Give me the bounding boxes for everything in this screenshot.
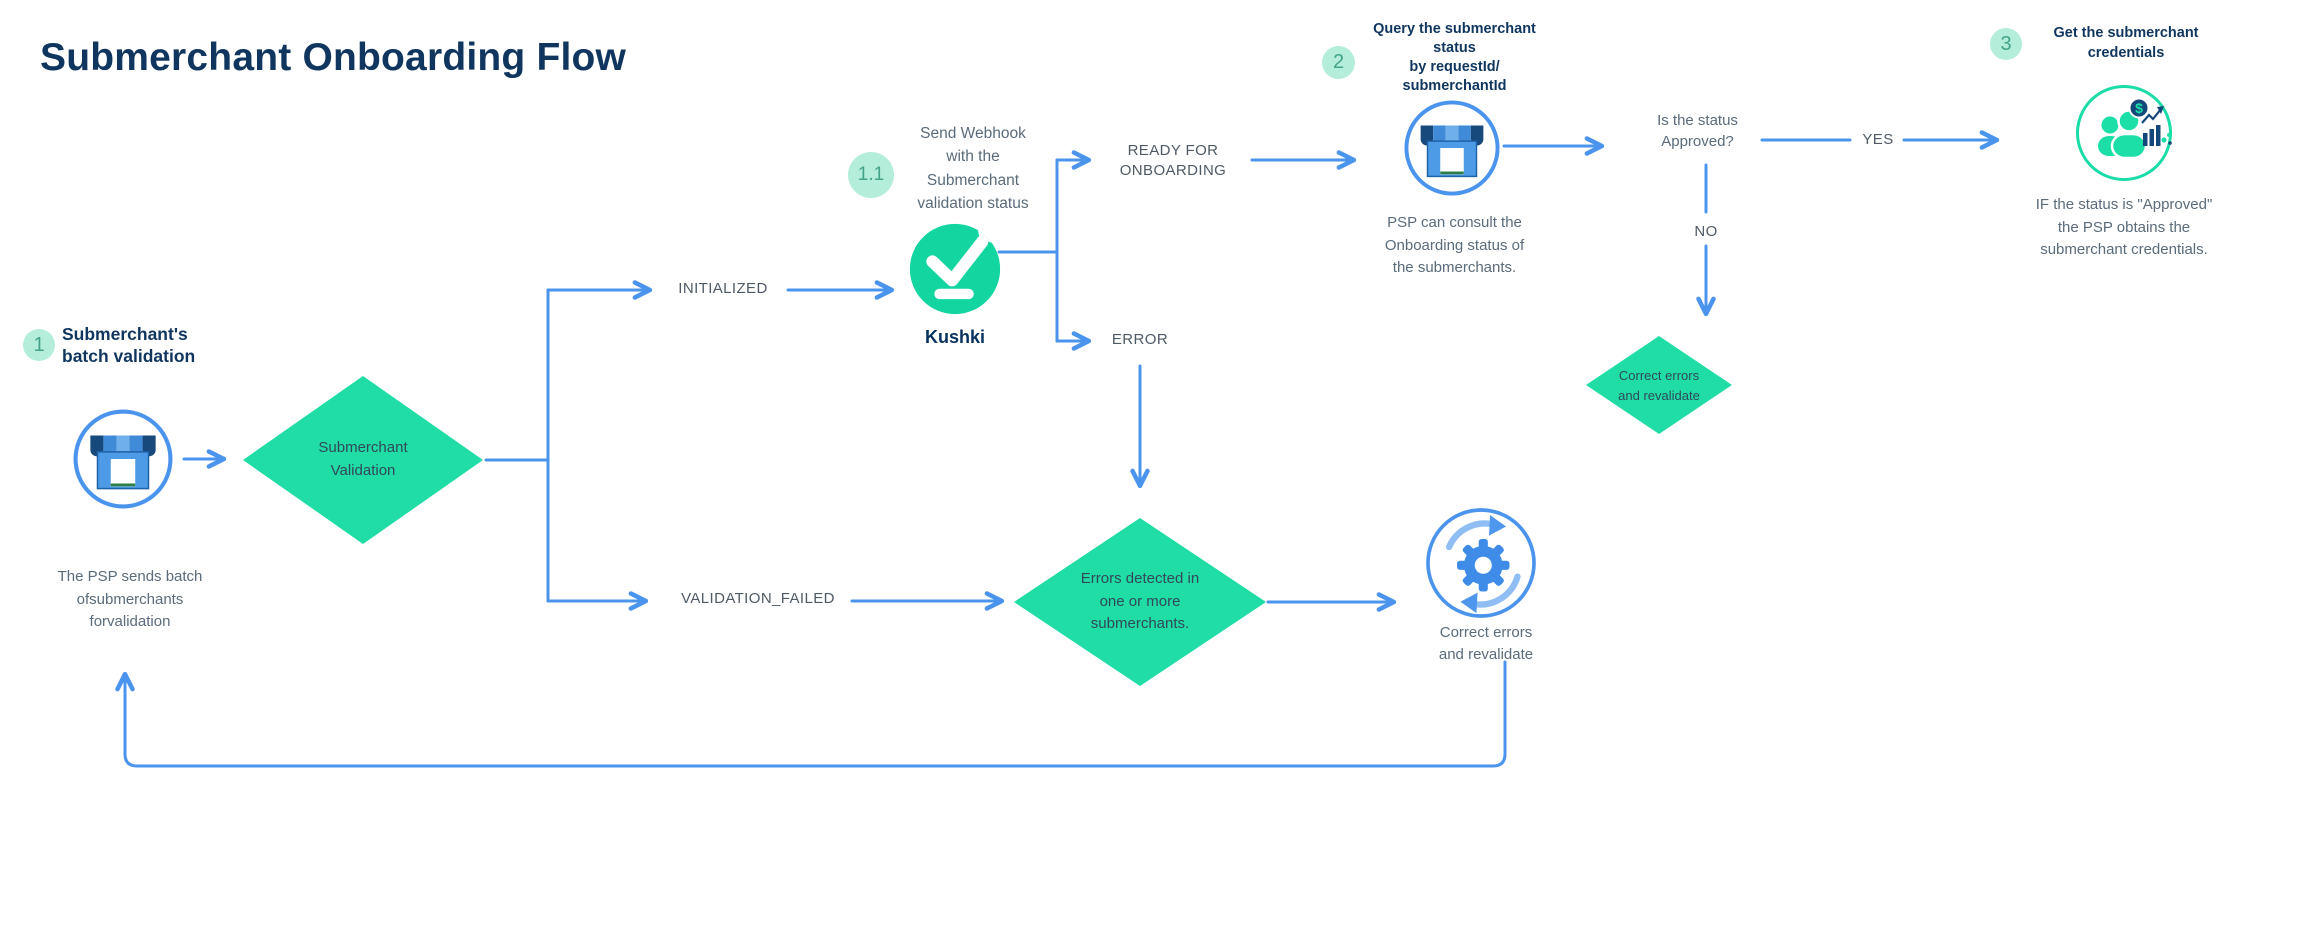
decision-question: Is the status Approved? <box>1657 112 1738 150</box>
diamond-errors-detected <box>1014 518 1266 686</box>
storefront-icon <box>72 408 174 510</box>
step1-badge: 1 <box>23 329 55 361</box>
step2-heading: Query the submerchant status by requestI… <box>1373 21 1536 94</box>
step3-heading: Get the submerchant credentials <box>2053 25 2199 61</box>
dollar-glyph: $ <box>2135 100 2143 116</box>
gear-refresh-icon <box>1424 506 1538 620</box>
diamond-correct-errors <box>1586 336 1732 434</box>
page-title: Submerchant Onboarding Flow <box>40 36 627 79</box>
decision-no-label: NO <box>1694 223 1718 240</box>
webhook-badge: 1.1 <box>848 152 894 198</box>
loop-gear-back-to-psp <box>115 660 1507 768</box>
step1-caption: The PSP sends batch ofsubmerchants forva… <box>57 568 203 630</box>
branch-label-ready: READY FOR ONBOARDING <box>1119 142 1227 179</box>
step3-badge: 3 <box>1990 28 2022 60</box>
decision-yes-label: YES <box>1862 131 1894 148</box>
branch-label-validation-failed: VALIDATION_FAILED <box>681 590 835 607</box>
diamond-submerchant-validation <box>243 376 483 544</box>
diamond-errors-detected-label: Errors detected in one or more submercha… <box>1080 570 1200 632</box>
credentials-icon: $ <box>2074 83 2174 183</box>
step3-caption: IF the status is "Approved" the PSP obta… <box>2035 196 2213 258</box>
gear-caption: Correct errors and revalidate <box>1438 624 1534 663</box>
step2-badge: 2 <box>1322 46 1355 79</box>
kushki-check-icon <box>908 222 1002 316</box>
diamond-submerchant-validation-label: Submerchant Validation <box>318 439 408 479</box>
storefront-icon <box>1403 99 1501 197</box>
diamond-correct-errors-label: Correct errors and revalidate <box>1618 368 1700 403</box>
step1-heading: Submerchant's batch validation <box>62 324 196 366</box>
kushki-brand-label: Kushki <box>924 327 985 347</box>
webhook-note: Send Webhook with the Submerchant valida… <box>917 125 1029 212</box>
branch-label-initialized: INITIALIZED <box>678 280 768 297</box>
branch-label-error: ERROR <box>1111 331 1169 348</box>
step2-caption: PSP can consult the Onboarding status of… <box>1384 214 1525 276</box>
